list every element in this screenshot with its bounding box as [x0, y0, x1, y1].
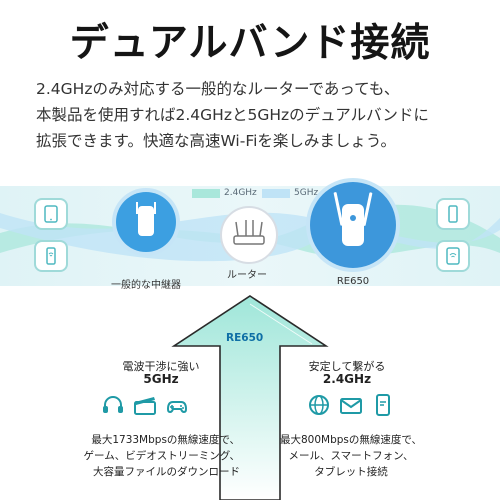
- phone-device: [436, 198, 470, 230]
- feature-text-line: 大容量ファイルのダウンロード: [93, 466, 240, 478]
- feature-band: 2.4GHz: [322, 372, 372, 386]
- headset-icon: [103, 396, 123, 413]
- router-label: ルーター: [227, 270, 267, 281]
- feature-subtitle: 安定して繋がる: [308, 360, 386, 373]
- description: 2.4GHzのみ対応する一般的なルーターであっても、 本製品を使用すれば2.4G…: [36, 76, 476, 154]
- smartphone-icon: [46, 247, 56, 265]
- feature-text-line: 最大1733Mbpsの無線速度で、: [91, 434, 240, 446]
- left-feature-text: 最大1733Mbpsの無線速度で、 ゲーム、ビデオストリーミング、 大容量ファイ…: [44, 432, 240, 480]
- extender-label: 一般的な中継器: [111, 280, 181, 291]
- right-feature-text: 最大800Mbpsの無線速度で、 メール、スマートフォン、 タブレット接続: [266, 432, 436, 480]
- router-icon: [233, 220, 265, 245]
- feature-text-line: タブレット接続: [314, 466, 388, 478]
- feature-subtitle: 電波干渉に強い: [122, 360, 200, 373]
- tablet-icon: [446, 247, 460, 265]
- smartphone-device: [34, 240, 68, 272]
- tablet-device: [436, 240, 470, 272]
- feature-text-line: 最大800Mbpsの無線速度で、: [280, 434, 422, 446]
- router: [220, 206, 278, 264]
- legend-item-2.4ghz: 2.4GHz: [192, 186, 257, 200]
- legend-label: 5GHz: [294, 188, 319, 198]
- legend-label: 2.4GHz: [224, 188, 257, 198]
- feature-text-line: ゲーム、ビデオストリーミング、: [83, 450, 240, 462]
- legend-swatch: [192, 188, 220, 198]
- page-title: デュアルバンド接続: [69, 21, 431, 66]
- globe-icon: [309, 395, 329, 415]
- extender-icon: [136, 202, 156, 236]
- mail-icon: [340, 398, 362, 414]
- left-feature-title: 電波干渉に強い 5GHz: [106, 360, 216, 386]
- description-line: 2.4GHzのみ対応する一般的なルーターであっても、: [36, 80, 400, 98]
- generic-extender: [116, 192, 176, 252]
- re650-label: RE650: [336, 276, 370, 287]
- legend-swatch: [262, 188, 290, 198]
- phone-chat-icon: [376, 394, 390, 416]
- feature-band: 5GHz: [143, 372, 179, 386]
- re650-device: [310, 182, 396, 268]
- legend-item-5ghz: 5GHz: [262, 186, 318, 200]
- tablet-icon: [44, 205, 58, 223]
- re650-icon: [333, 192, 373, 246]
- clapperboard-icon: [134, 397, 156, 415]
- description-line: 本製品を使用すれば2.4GHzと5GHzのデュアルバンドに: [36, 106, 429, 124]
- description-line: 拡張できます。快適な高速Wi-Fiを楽しみましょう。: [36, 132, 397, 150]
- feature-text-line: メール、スマートフォン、: [288, 450, 414, 462]
- right-feature-icons: [306, 392, 396, 418]
- arrow-badge: RE650: [226, 332, 264, 344]
- tablet-device: [34, 198, 68, 230]
- right-feature-title: 安定して繋がる 2.4GHz: [292, 360, 402, 386]
- smartphone-icon: [448, 205, 458, 223]
- left-feature-icons: [100, 392, 190, 418]
- gamepad-icon: [166, 401, 188, 414]
